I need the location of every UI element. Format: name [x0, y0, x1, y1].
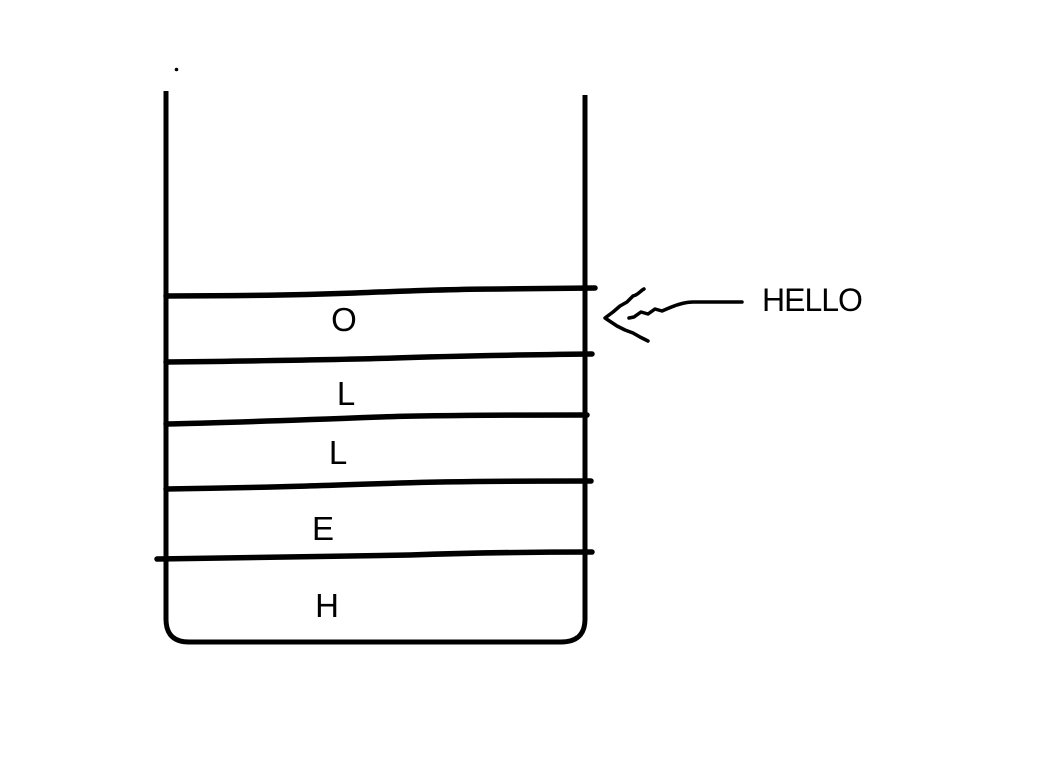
arrow-head-icon — [603, 287, 650, 343]
stack-item-label-5: H — [315, 587, 339, 624]
arrow-shaft — [627, 300, 744, 320]
stack-item-label-2: L — [337, 375, 355, 412]
stack-divider-line-5 — [154, 549, 595, 562]
stack-item-label-4: E — [312, 510, 334, 547]
stack-container-outline — [163, 91, 588, 645]
stack-item-label-1: O — [331, 301, 357, 338]
stack-item-label-3: L — [329, 434, 347, 471]
stray-pen-dot — [174, 67, 179, 72]
stack-divider-line-1 — [163, 285, 598, 299]
stack-divider-line-2 — [163, 351, 595, 365]
stack-divider-line-4 — [163, 478, 594, 492]
top-pointer-arrow — [603, 287, 744, 343]
hello-annotation-label: HELLO — [762, 282, 862, 318]
stack-divider-line-3 — [163, 412, 590, 427]
